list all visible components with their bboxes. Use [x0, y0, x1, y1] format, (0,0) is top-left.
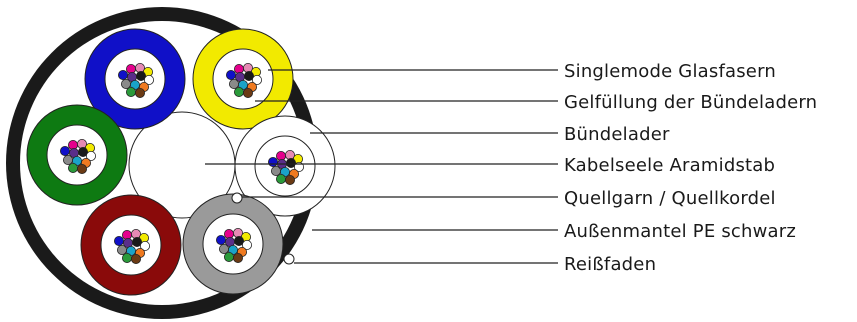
fiber [122, 252, 133, 263]
label-reissfaden: Reißfaden [564, 254, 656, 275]
fiber [285, 157, 296, 168]
fiber [139, 240, 150, 251]
label-aussenmantel: Außenmantel PE schwarz [564, 221, 796, 242]
fiber [218, 243, 229, 254]
fiber [242, 88, 253, 99]
fiber [233, 235, 244, 246]
fiber [143, 75, 154, 86]
fiber [275, 173, 286, 184]
fiber [86, 150, 97, 161]
fiber [243, 71, 254, 82]
tube-grey [182, 193, 284, 295]
fiber [130, 253, 141, 264]
label-gel: Gelfüllung der Bündeladern [564, 92, 817, 113]
fiber [63, 154, 74, 165]
fiber [114, 235, 125, 246]
fiber [228, 79, 239, 90]
fiber [270, 165, 281, 176]
fiber [135, 71, 146, 82]
tube-red [80, 194, 182, 296]
fiber [293, 161, 304, 172]
fiber [225, 70, 236, 81]
fiber [215, 234, 226, 245]
callout-labels: Singlemode Glasfasern Gelfüllung der Bün… [564, 61, 817, 275]
fiber [126, 87, 137, 98]
fiber [284, 174, 295, 185]
fiber [118, 70, 129, 81]
label-singlemode: Singlemode Glasfasern [564, 61, 776, 82]
fiber [241, 239, 252, 250]
fiber [131, 236, 142, 247]
label-kabelseele: Kabelseele Aramidstab [564, 155, 775, 176]
fiber [68, 162, 79, 173]
tube-blue [84, 28, 186, 130]
fiber [267, 156, 278, 167]
fiber [121, 79, 132, 90]
leader-lines [205, 69, 558, 264]
tube-green [26, 104, 128, 206]
fiber [223, 251, 234, 262]
buffer-tubes [26, 28, 336, 296]
swelling-yarn [231, 192, 243, 204]
label-quellgarn: Quellgarn / Quellkordel [564, 188, 776, 209]
fiber [117, 244, 128, 255]
fiber [77, 163, 88, 174]
fiber [251, 75, 262, 86]
tube-yellow [192, 28, 294, 130]
fiber [232, 252, 243, 263]
rip-cord [283, 253, 295, 265]
fiber [60, 145, 71, 156]
fiber [233, 87, 244, 98]
label-buendelader: Bündelader [564, 124, 670, 145]
fiber [78, 146, 89, 157]
fiber [134, 88, 145, 99]
